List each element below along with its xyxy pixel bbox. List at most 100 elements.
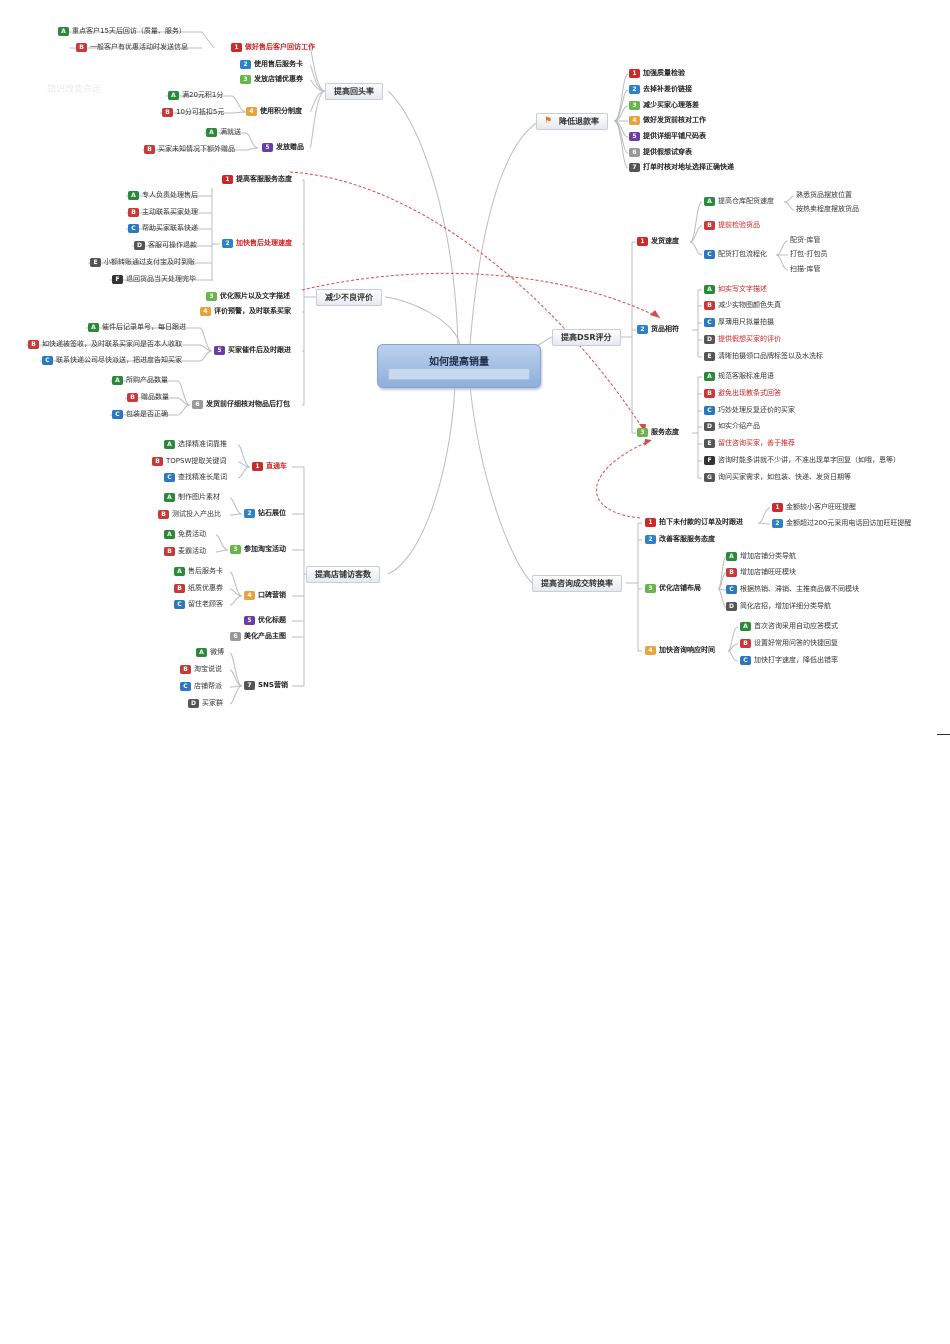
- branch-dsr[interactable]: 提高DSR评分: [552, 329, 621, 346]
- branch-tuikuan[interactable]: ⚑ 降低退款率: [536, 113, 608, 130]
- branch-fangke[interactable]: 提高店铺访客数: [306, 566, 380, 583]
- branch-zixun[interactable]: 提高咨询成交转换率: [532, 575, 622, 592]
- branch-buliang[interactable]: 减少不良评价: [316, 289, 382, 306]
- topic-d1a2[interactable]: 按热卖程度摆放货品: [796, 205, 859, 215]
- topic-d1c2[interactable]: 打包-打包员: [790, 250, 828, 260]
- topic-d1c3[interactable]: 扫描-库管: [790, 265, 821, 275]
- branch-huitou[interactable]: 提高回头率: [325, 83, 383, 100]
- topic-d1a1[interactable]: 熟悉货品摆放位置: [796, 191, 852, 201]
- central-topic[interactable]: 如何提高销量: [377, 344, 541, 388]
- topic-d1c1[interactable]: 配货-库管: [790, 236, 821, 246]
